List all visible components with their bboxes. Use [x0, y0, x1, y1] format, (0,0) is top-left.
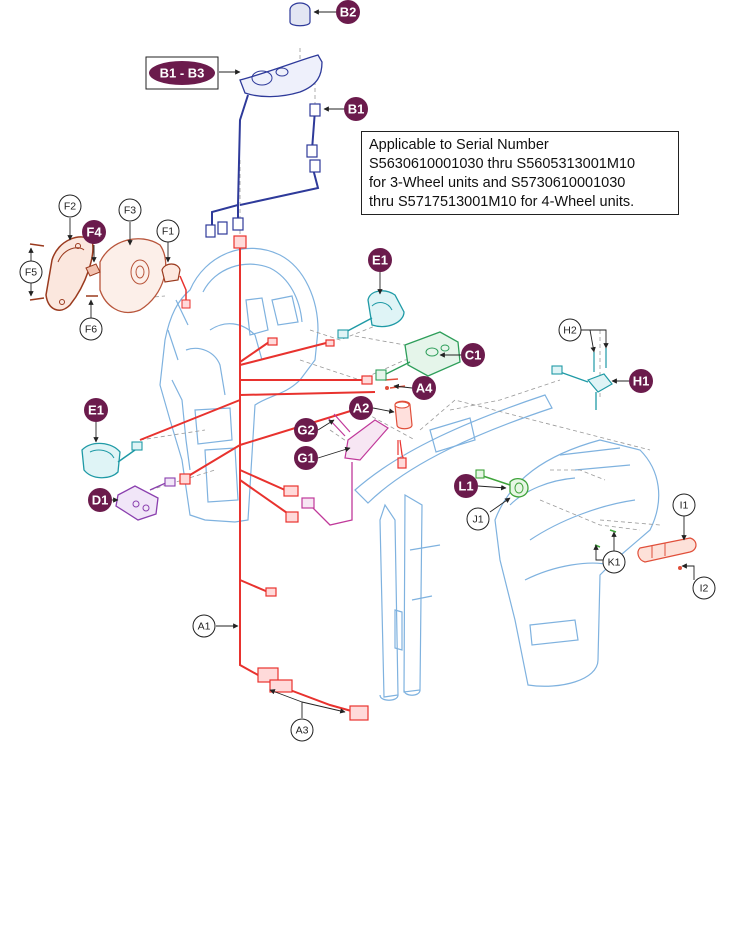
part-c1 — [375, 331, 461, 381]
callout-i2: I2 — [692, 576, 716, 600]
callout-a4: A4 — [412, 376, 436, 400]
callout-d1: D1 — [88, 488, 112, 512]
callout-e1-left: E1 — [84, 398, 108, 422]
part-h1-h2 — [551, 348, 613, 410]
part-i1 — [637, 537, 697, 570]
callout-i1: I1 — [672, 493, 696, 517]
svg-text:I2: I2 — [700, 583, 709, 595]
svg-text:I1: I1 — [680, 500, 689, 512]
outline-callouts: F2 F3 F1 F5 F6 H2 J1 K1 — [19, 194, 716, 742]
rear-shroud — [494, 439, 660, 687]
svg-text:L1: L1 — [458, 479, 473, 494]
filled-callouts: B2 B1 - B3 B1 F4 E1 C1 H1 A4 — [82, 0, 653, 512]
callout-f3: F3 — [118, 198, 142, 222]
callout-g1: G1 — [294, 446, 318, 470]
callout-f6: F6 — [79, 317, 103, 341]
svg-text:A4: A4 — [416, 381, 433, 396]
svg-text:G1: G1 — [297, 451, 314, 466]
callout-l1: L1 — [454, 474, 478, 498]
svg-text:B1: B1 — [348, 102, 365, 117]
part-f-group — [29, 236, 191, 314]
svg-text:F5: F5 — [25, 267, 37, 279]
red-connectors — [179, 235, 407, 721]
svg-text:K1: K1 — [608, 557, 621, 569]
part-g1-g2 — [301, 413, 389, 526]
leader-lines — [28, 9, 695, 718]
svg-text:D1: D1 — [92, 493, 109, 508]
callout-g2: G2 — [294, 418, 318, 442]
callout-a3: A3 — [290, 718, 314, 742]
note-line: for 3-Wheel units and S5730610001030 — [369, 175, 626, 191]
svg-text:F1: F1 — [162, 226, 174, 238]
part-a2-a4 — [384, 378, 413, 430]
svg-text:A1: A1 — [198, 621, 211, 633]
svg-text:H2: H2 — [563, 325, 577, 337]
note-line: Applicable to Serial Number — [369, 137, 549, 153]
svg-text:A3: A3 — [296, 725, 309, 737]
svg-text:G2: G2 — [297, 423, 314, 438]
serial-number-note: Applicable to Serial Number S56306100010… — [361, 131, 679, 215]
callout-b1-b3: B1 - B3 — [145, 56, 219, 90]
svg-text:B2: B2 — [340, 5, 357, 20]
callout-b2: B2 — [336, 0, 360, 24]
svg-text:J1: J1 — [472, 514, 483, 526]
callout-a2: A2 — [349, 396, 373, 420]
svg-text:F3: F3 — [124, 205, 136, 217]
callout-c1: C1 — [461, 343, 485, 367]
svg-text:C1: C1 — [465, 348, 482, 363]
steering-column-frame — [354, 394, 553, 701]
note-line: thru S5717513001M10 for 4-Wheel units. — [369, 194, 635, 210]
callout-a1: A1 — [192, 614, 216, 638]
callout-e1-top: E1 — [368, 248, 392, 272]
svg-text:F6: F6 — [85, 324, 97, 336]
svg-text:E1: E1 — [372, 253, 388, 268]
callout-f4: F4 — [82, 220, 106, 244]
svg-text:E1: E1 — [88, 403, 104, 418]
svg-text:B1 - B3: B1 - B3 — [160, 66, 205, 81]
callout-h1: H1 — [629, 369, 653, 393]
part-d1 — [115, 477, 176, 521]
callout-f1: F1 — [156, 219, 180, 243]
callout-b1: B1 — [344, 97, 368, 121]
alignment-guides — [114, 48, 661, 531]
svg-text:F2: F2 — [64, 201, 76, 213]
svg-text:H1: H1 — [633, 374, 650, 389]
part-e1-left — [81, 441, 143, 479]
note-line: S5630610001030 thru S5605313001M10 — [369, 156, 636, 172]
callout-f5: F5 — [19, 260, 43, 284]
svg-text:F4: F4 — [86, 225, 102, 240]
blue-harness — [205, 2, 323, 238]
svg-text:A2: A2 — [353, 401, 370, 416]
callout-f2: F2 — [58, 194, 82, 218]
callout-j1: J1 — [466, 507, 490, 531]
callout-k1: K1 — [602, 550, 626, 574]
callout-h2: H2 — [558, 318, 582, 342]
part-e1-top — [337, 290, 405, 339]
